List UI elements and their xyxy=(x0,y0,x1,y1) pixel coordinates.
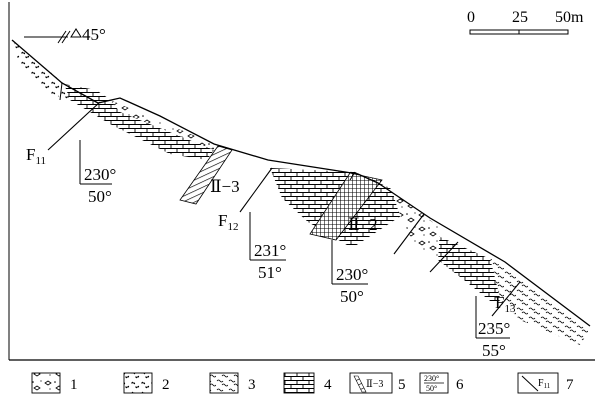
legend: 1 2 3 4 Ⅱ−3 5 230° 50° 6 xyxy=(31,372,574,394)
attitude-F11-dip: 50° xyxy=(88,187,112,206)
legend-item-2: 2 xyxy=(123,372,170,394)
attitude-F13-dip: 55° xyxy=(482,341,506,360)
legend-swatch-schist xyxy=(123,372,153,394)
attitude-II-2-dip: 50° xyxy=(340,287,364,306)
legend-num-4: 4 xyxy=(324,377,332,393)
legend-num-1: 1 xyxy=(70,377,78,393)
legend-attitude-dip: 50° xyxy=(426,384,437,393)
fault-F11-line xyxy=(47,101,101,151)
attitude-II-2-strike: 230° xyxy=(336,265,368,284)
fault-F12-line xyxy=(239,167,273,213)
fault-F12-label: F12 xyxy=(218,211,238,233)
legend-ore-body-sample: Ⅱ−3 xyxy=(366,379,383,390)
limestone-base-2 xyxy=(349,171,356,181)
fault-extra-line xyxy=(393,213,425,255)
topographic-surface xyxy=(11,39,591,327)
orientation-marker: 45° xyxy=(24,25,106,44)
scale-tick-25: 25 xyxy=(512,9,528,26)
legend-num-7: 7 xyxy=(566,377,574,393)
fault-F13-label: F13 xyxy=(495,293,516,315)
legend-item-1: 1 xyxy=(31,372,78,394)
attitude-F13-strike: 235° xyxy=(478,319,510,338)
ore-body-II-3-label: Ⅱ−3 xyxy=(210,177,240,196)
legend-ore-body-mark xyxy=(353,375,367,393)
limestone-band-upper xyxy=(64,84,214,160)
legend-item-4: 4 xyxy=(283,372,332,394)
scale-tick-50m: 50m xyxy=(555,9,584,26)
legend-item-7: F11 7 xyxy=(517,372,574,394)
legend-num-2: 2 xyxy=(162,377,170,393)
scale-bar: 0 25 50m xyxy=(467,9,584,35)
fault-extra-line-2 xyxy=(429,241,459,273)
schist-band xyxy=(14,40,70,100)
legend-num-6: 6 xyxy=(456,377,464,393)
ore-body-II-3 xyxy=(179,145,233,205)
legend-swatch-limestone xyxy=(283,372,315,394)
attitude-F11-strike: 230° xyxy=(84,165,116,184)
attitude-F12: 231° 51° xyxy=(249,212,286,282)
legend-swatch-slate xyxy=(209,372,239,394)
attitude-F12-dip: 51° xyxy=(258,263,282,282)
legend-swatch-gravel xyxy=(31,372,61,394)
attitude-F12-strike: 231° xyxy=(254,241,286,260)
legend-item-3: 3 xyxy=(209,372,256,394)
fault-F13-line xyxy=(491,281,521,317)
ore-body-II-2-label: Ⅱ−2 xyxy=(348,215,378,234)
legend-num-5: 5 xyxy=(398,377,406,393)
scale-tick-0: 0 xyxy=(467,9,475,26)
attitude-F11: 230° 50° xyxy=(79,140,116,206)
gravel-band-middle xyxy=(392,190,440,262)
orientation-label: 45° xyxy=(82,25,106,44)
ore-body-II-2 xyxy=(309,172,383,241)
legend-fault-sample: F11 xyxy=(538,378,551,390)
legend-swatch-fault xyxy=(517,372,559,394)
gravel-band-upper xyxy=(110,100,214,150)
fault-F11-label: F11 xyxy=(26,145,46,167)
attitude-II-2: 230° 50° xyxy=(331,240,368,306)
legend-item-6: 230° 50° 6 xyxy=(419,372,464,394)
limestone-base xyxy=(59,82,63,101)
attitude-F13: 235° 55° xyxy=(475,296,510,360)
legend-num-3: 3 xyxy=(248,377,256,393)
legend-attitude-strike: 230° xyxy=(424,374,439,383)
slate-band-lower xyxy=(490,258,590,345)
legend-item-5: Ⅱ−3 5 xyxy=(349,372,406,394)
